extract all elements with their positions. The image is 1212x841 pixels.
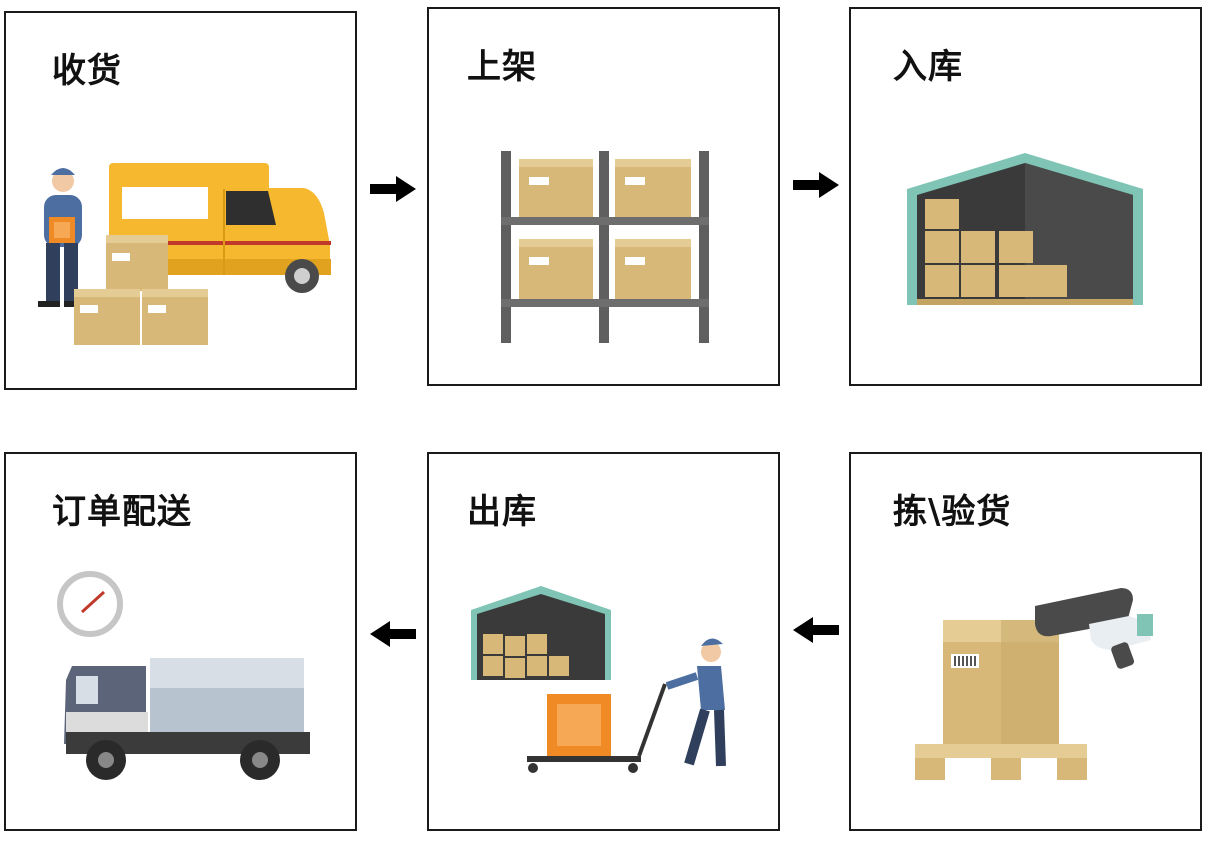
arrow-left-icon: [793, 617, 839, 643]
step-panel-warehouse-in: 入库: [849, 7, 1202, 386]
step-panel-pick-inspect: 拣\验货: [849, 452, 1202, 831]
warehouse-stacked-boxes-icon: [907, 153, 1143, 305]
delivery-van-worker-boxes-icon: [38, 163, 331, 345]
step-panel-receive: 收货: [4, 11, 357, 390]
step-title: 收货: [52, 51, 122, 91]
step-panel-warehouse-out: 出库: [427, 452, 780, 831]
step-title: 入库: [893, 47, 963, 87]
step-title: 上架: [467, 47, 537, 87]
step-title: 出库: [467, 492, 537, 532]
step-title: 订单配送: [52, 492, 192, 532]
arrow-left-icon: [370, 621, 416, 647]
worker-pulling-cart-warehouse-icon: [471, 586, 726, 773]
truck-speedometer-icon: [57, 571, 310, 780]
step-panel-shelve: 上架: [427, 7, 780, 386]
arrow-right-icon: [793, 172, 839, 198]
arrow-right-icon: [370, 176, 416, 202]
step-panel-order-delivery: 订单配送: [4, 452, 357, 831]
barcode-scanner-box-pallet-icon: [915, 588, 1153, 780]
step-title: 拣\验货: [893, 492, 1012, 532]
shelf-rack-boxes-icon: [501, 151, 709, 343]
